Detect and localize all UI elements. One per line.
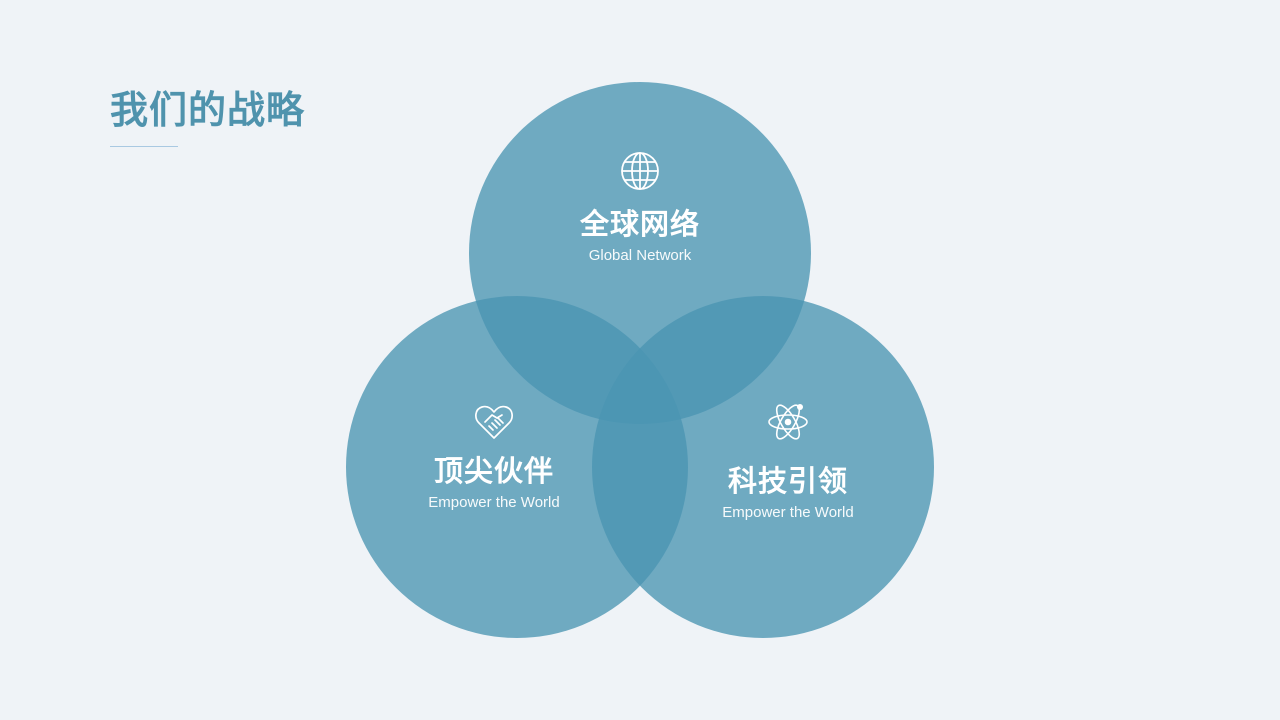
global-network-title: 全球网络: [579, 207, 700, 241]
page-title: 我们的战略: [110, 88, 306, 132]
venn-circle-tech-leadership: [592, 296, 934, 638]
tech-leadership-title: 科技引领: [727, 464, 848, 498]
global-network-subtitle: Global Network: [588, 246, 692, 264]
handshake-heart-icon: [472, 400, 516, 444]
venn-label-global-network: 全球网络 Global Network: [510, 149, 770, 265]
top-partners-subtitle: Empower the World: [428, 493, 560, 511]
globe-icon: [618, 149, 662, 193]
title-underline: [110, 146, 178, 147]
atom-icon: [766, 400, 810, 444]
tech-leadership-subtitle: Empower the World: [722, 503, 854, 521]
venn-label-tech-leadership: 科技引领 Empower the World: [658, 400, 918, 522]
venn-label-top-partners: 顶尖伙伴 Empower the World: [364, 400, 624, 512]
top-partners-title: 顶尖伙伴: [433, 454, 554, 488]
